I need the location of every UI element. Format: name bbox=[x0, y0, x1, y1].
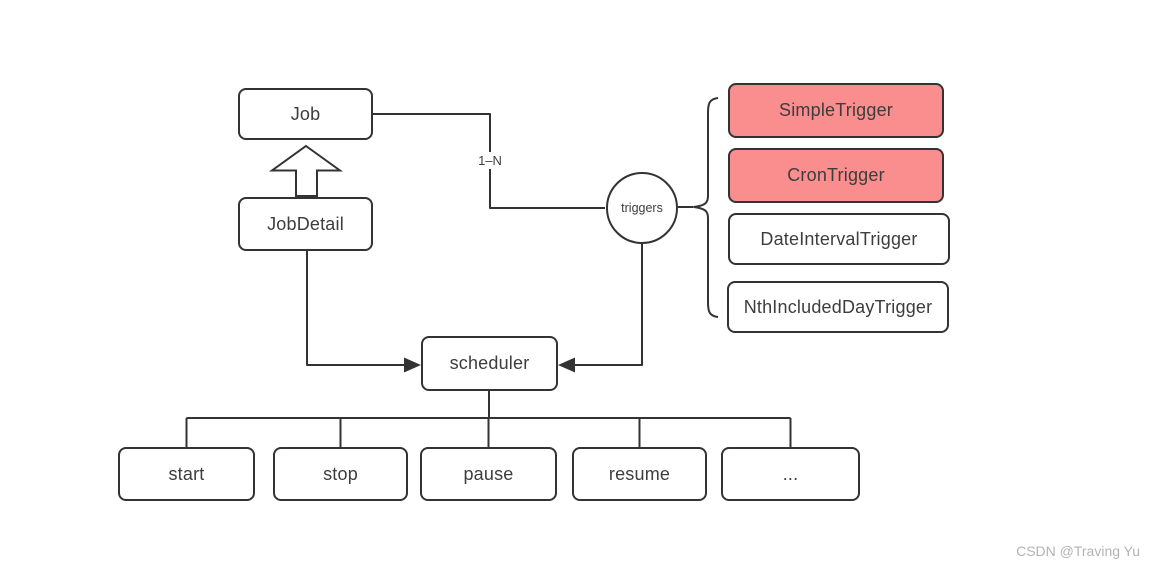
method-more: ... bbox=[721, 447, 860, 501]
jobdetail-to-scheduler-connector bbox=[306, 251, 417, 366]
scheduler-node: scheduler bbox=[421, 336, 558, 391]
method-label: start bbox=[168, 463, 205, 484]
method-label: pause bbox=[463, 463, 514, 484]
scheduler-methods-tree bbox=[185, 391, 792, 447]
inheritance-arrow bbox=[268, 144, 344, 197]
trigger-type-label: DateIntervalTrigger bbox=[760, 228, 918, 249]
arrowhead-into-scheduler-right bbox=[558, 357, 575, 373]
trigger-type-simple: SimpleTrigger bbox=[728, 83, 944, 138]
trigger-type-nthincludedday: NthIncludedDayTrigger bbox=[727, 281, 949, 333]
method-start: start bbox=[118, 447, 255, 501]
jobdetail-node: JobDetail bbox=[238, 197, 373, 251]
method-label: ... bbox=[782, 463, 799, 484]
triggers-circle-label: triggers bbox=[621, 201, 663, 215]
method-pause: pause bbox=[420, 447, 557, 501]
trigger-type-label: SimpleTrigger bbox=[779, 100, 893, 120]
triggers-circle: triggers bbox=[606, 172, 678, 244]
method-stop: stop bbox=[273, 447, 408, 501]
jobdetail-node-label: JobDetail bbox=[267, 213, 344, 234]
method-label: stop bbox=[323, 463, 358, 484]
trigger-type-dateinterval: DateIntervalTrigger bbox=[728, 213, 950, 265]
trigger-type-label: CronTrigger bbox=[787, 165, 885, 185]
trigger-type-cron: CronTrigger bbox=[728, 148, 944, 203]
job-node: Job bbox=[238, 88, 373, 140]
multiplicity-label: 1–N bbox=[473, 152, 507, 169]
curly-brace bbox=[693, 97, 719, 318]
scheduler-node-label: scheduler bbox=[449, 353, 530, 373]
csdn-watermark: CSDN @Traving Yu bbox=[1016, 543, 1140, 559]
arrowhead-into-scheduler-left bbox=[404, 357, 421, 373]
job-node-label: Job bbox=[290, 103, 321, 124]
method-label: resume bbox=[608, 463, 671, 484]
trigger-type-label: NthIncludedDayTrigger bbox=[743, 296, 933, 317]
triggers-to-scheduler-connector bbox=[562, 244, 643, 366]
method-resume: resume bbox=[572, 447, 707, 501]
